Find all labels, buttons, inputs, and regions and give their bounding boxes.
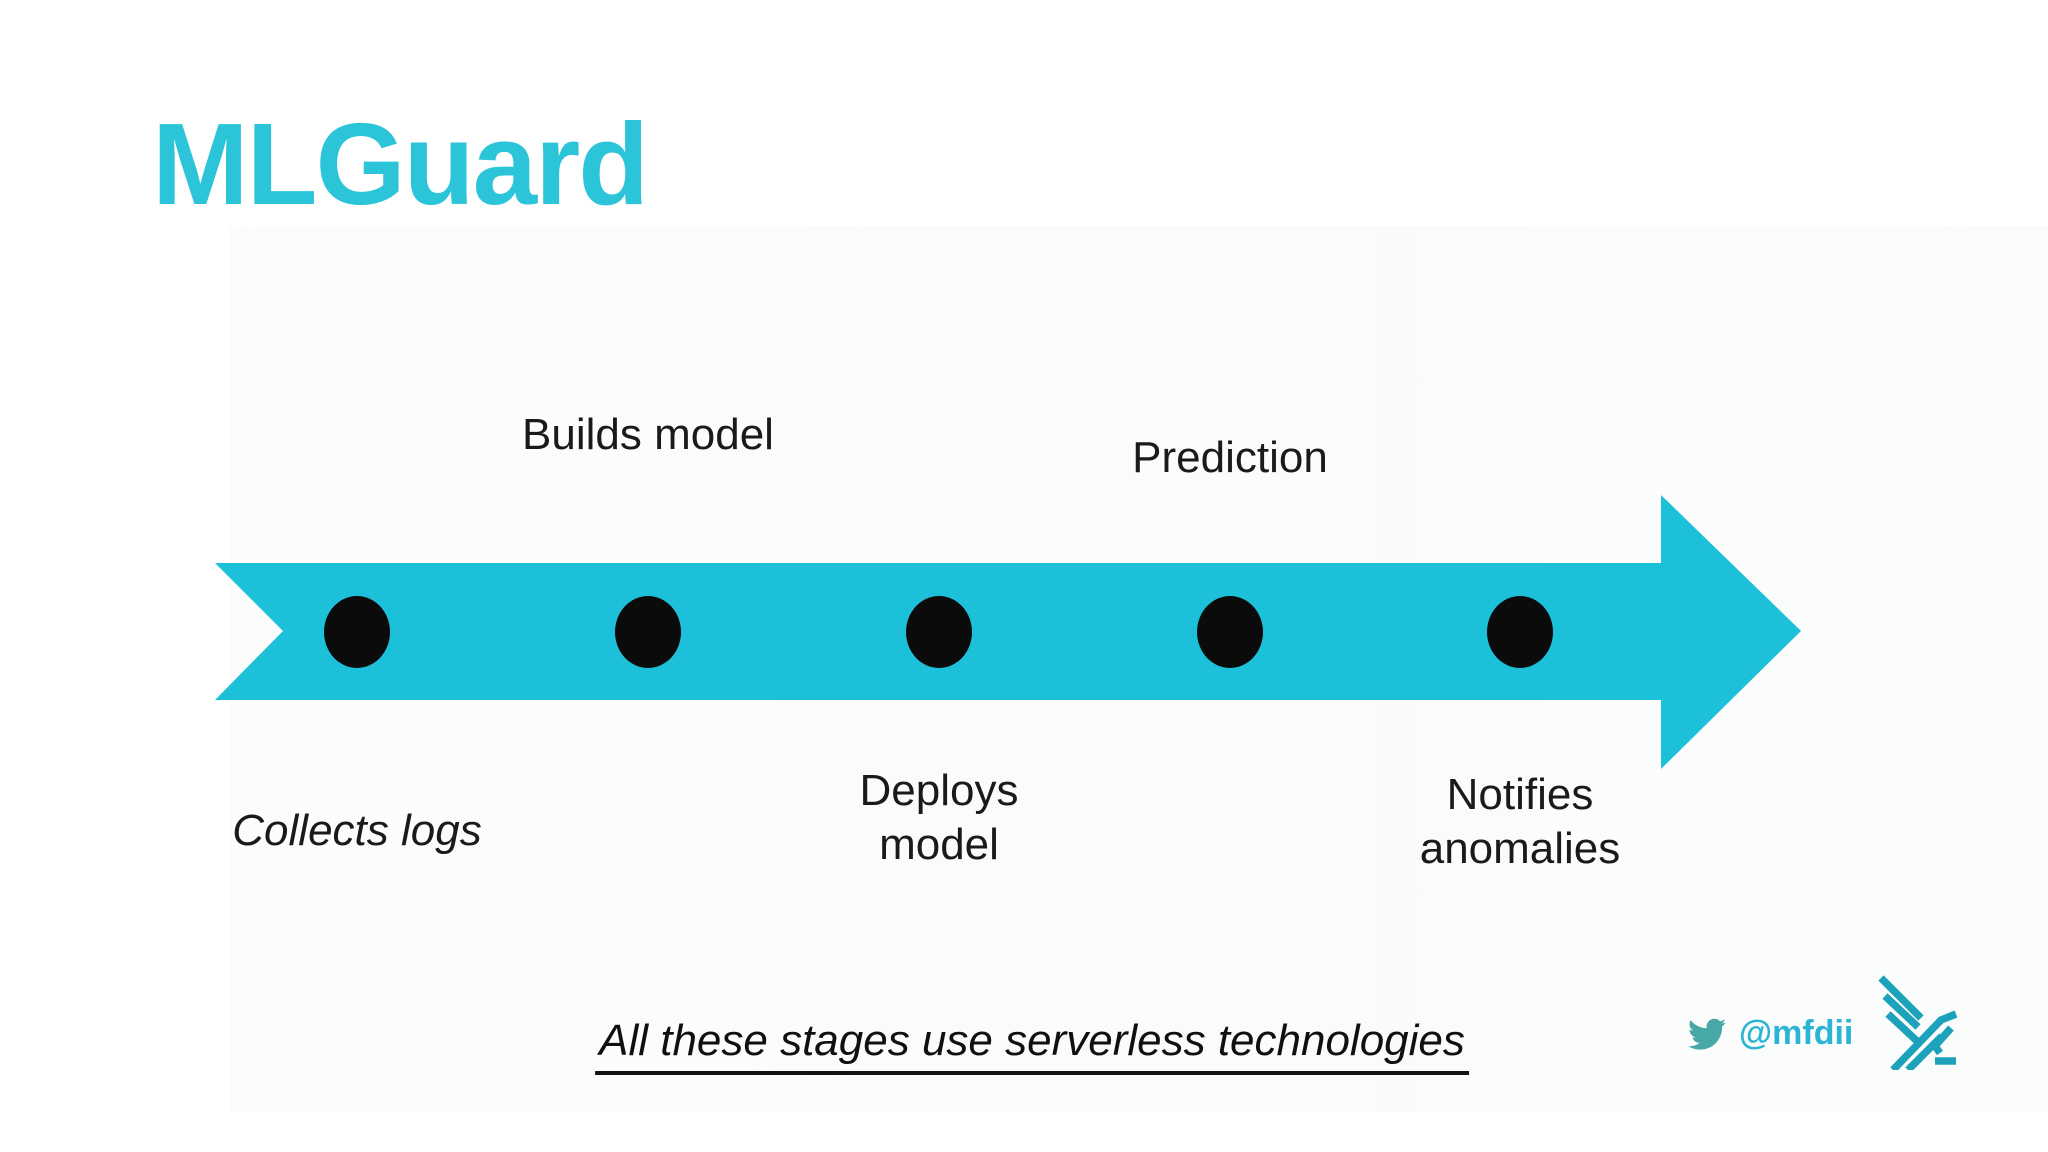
hummingbird-logo-icon (1878, 975, 1958, 1070)
twitter-bird-icon (1688, 1018, 1726, 1050)
stage-dot (1487, 596, 1553, 668)
stage-label-builds-model: Builds model (522, 410, 774, 459)
stage-label-prediction: Prediction (1132, 433, 1328, 482)
slide-title: MLGuard (152, 99, 649, 229)
footer-note: All these stages use serverless technolo… (595, 1016, 1469, 1075)
twitter-attribution: @mfdii (1684, 1014, 1853, 1052)
process-arrow-shape (215, 495, 1801, 769)
stage-dot (324, 596, 390, 668)
stage-label-notifies-anomalies: Notifies anomalies (1419, 770, 1621, 873)
stage-dot (615, 596, 681, 668)
stage-dot (1197, 596, 1263, 668)
stage-dot (906, 596, 972, 668)
stage-label-collects-logs: Collects logs (232, 806, 482, 855)
stage-label-deploys-model: Deploys model (859, 766, 1019, 869)
twitter-handle: @mfdii (1739, 1014, 1854, 1052)
